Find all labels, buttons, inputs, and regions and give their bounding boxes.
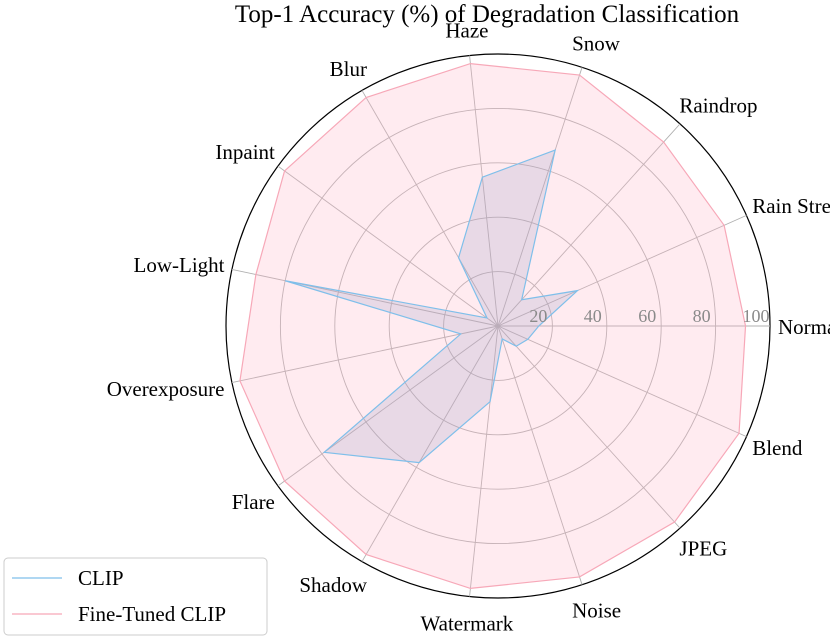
- grid-layer: [225, 53, 771, 599]
- radial-tick-label: 100: [743, 306, 770, 326]
- grid-spoke: [469, 55, 499, 327]
- radial-tick-labels: 20 40 60 80 100: [529, 306, 769, 326]
- grid-spoke: [231, 325, 499, 383]
- category-label: Inpaint: [215, 140, 275, 164]
- grid-spoke: [497, 123, 681, 327]
- category-label: Haze: [445, 19, 488, 43]
- series-clip-polygon: [284, 149, 580, 464]
- chart-title: Top-1 Accuracy (%) of Degradation Classi…: [235, 1, 740, 28]
- category-label: Noise: [572, 598, 621, 622]
- grid-spoke: [497, 325, 747, 438]
- grid-spoke: [277, 325, 499, 487]
- radial-tick-label: 80: [693, 306, 711, 326]
- grid-spoke: [277, 165, 499, 327]
- legend-label-fine-tuned-clip: Fine-Tuned CLIP: [78, 602, 226, 626]
- legend-frame: [3, 557, 268, 636]
- legend-label-clip: CLIP: [78, 566, 124, 590]
- category-label: Blend: [752, 436, 803, 460]
- category-label: Normal: [778, 315, 830, 339]
- grid-spoke: [231, 269, 499, 327]
- radial-tick-label: 20: [529, 306, 547, 326]
- category-label: JPEG: [679, 537, 727, 561]
- legend: CLIP Fine-Tuned CLIP: [3, 557, 268, 636]
- category-label: Shadow: [299, 573, 368, 597]
- category-labels: Normal Rain Streak Raindrop Snow HazeBlurInp…: [107, 19, 830, 636]
- grid-spoke: [497, 325, 681, 529]
- category-label: Blur: [330, 57, 367, 81]
- grid-spoke: [497, 67, 583, 327]
- grid-spoke: [497, 325, 583, 585]
- grid-spoke: [469, 325, 499, 597]
- category-label: Overexposure: [107, 377, 225, 401]
- grid-spoke: [361, 90, 499, 327]
- radial-tick-label: 60: [638, 306, 656, 326]
- category-label: Low-Light: [134, 253, 225, 277]
- category-label: Watermark: [421, 611, 514, 635]
- category-label: Raindrop: [679, 94, 757, 118]
- category-label: Flare: [232, 490, 275, 514]
- series-layer: [239, 62, 747, 590]
- category-label: Snow: [572, 32, 621, 56]
- grid-spoke: [361, 325, 499, 562]
- grid-spoke: [497, 214, 747, 327]
- category-label: Rain Streak: [752, 194, 830, 218]
- radial-tick-label: 40: [584, 306, 602, 326]
